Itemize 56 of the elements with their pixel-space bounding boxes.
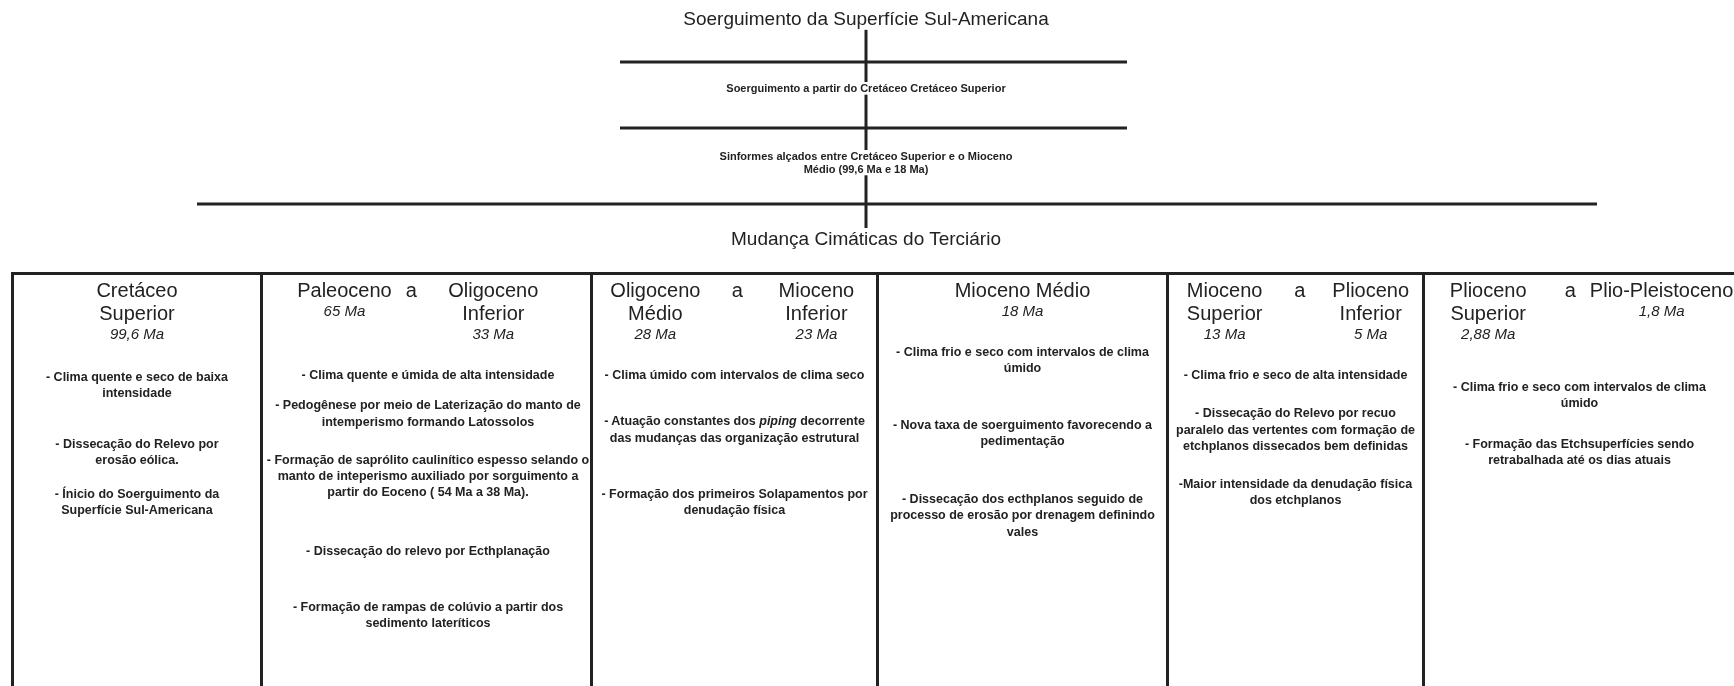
period-column	[1422, 272, 1734, 686]
period-name: Plio-Pleistoceno	[1589, 279, 1734, 302]
note-text: - Nova taxa de soerguimento favorecendo a pedimentação	[891, 416, 1154, 449]
connector-word: a	[731, 279, 743, 302]
period-name: Cretáceo Superior	[95, 279, 179, 325]
period-name: Paleoceno	[297, 279, 392, 302]
heading-text: Mudança Cimáticas do Terciário	[616, 228, 1116, 250]
period-column	[11, 272, 260, 686]
note-text: - Dissecação do relevo por Ecthplanação	[305, 542, 551, 559]
period-name: Oligoceno Médio	[609, 279, 702, 325]
stage-text: Soerguimento a partir do Cretáceo Cretáceo Superior	[606, 82, 1126, 95]
connector-word: a	[1294, 279, 1306, 302]
connector-word: a	[1564, 279, 1576, 302]
age-label: 1,8 Ma	[1638, 302, 1685, 320]
age-label: 5 Ma	[1354, 325, 1388, 343]
connector-word: a	[405, 279, 417, 302]
note-text: - Clima frio e seco com intervalos de clima úmido	[895, 344, 1150, 377]
note-text: - Dissecação dos ecthplanos seguido de processo de erosão por drenagem definindo vales	[889, 491, 1156, 540]
note-text: -Maior intensidade da denudação física dos etchplanos	[1177, 476, 1414, 509]
age-label: 99,6 Ma	[109, 325, 165, 343]
note-text: - Pedogênese por meio de Laterização do manto de intemperismo formando Latossolos	[274, 397, 582, 430]
note-text: - Dissecação do Relevo por recuo paralelo das vertentes com formação de etchplanos dissecados bem definidas	[1175, 405, 1416, 454]
period-name: Oligoceno Inferior	[447, 279, 540, 325]
note-text: - Clima frio e seco com intervalos de clima úmido	[1452, 379, 1707, 412]
heading-text: Soerguimento da Superfície Sul-Americana	[666, 8, 1066, 30]
note-text: - Clima frio e seco de alta intensidade	[1182, 367, 1409, 384]
period-name: Mioceno Inferior	[777, 279, 856, 325]
age-label: 23 Ma	[795, 325, 838, 343]
period-name: Plioceno Superior	[1448, 279, 1528, 325]
stage-text: Sinformes alçados entre Cretáceo Superior e o Mioceno Médio (99,6 Ma e 18 Ma)	[716, 150, 1016, 176]
period-name: Mioceno Superior	[1185, 279, 1264, 325]
period-name: Mioceno Médio	[954, 279, 1091, 302]
note-text: - Formação das Etchsuperfícies sendo retrabalhada até os dias atuais	[1463, 435, 1696, 468]
age-label: 2,88 Ma	[1461, 325, 1516, 343]
connector-line	[864, 175, 868, 228]
note-text: - Ínicio do Soerguimento da Superfície Sul-Americana	[53, 486, 221, 519]
note-text: - Clima quente e úmida de alta intensidade	[300, 367, 556, 384]
period-column	[590, 272, 876, 686]
period-column	[1166, 272, 1422, 686]
connector-line	[864, 29, 868, 82]
period-name: Plioceno Inferior	[1331, 279, 1411, 325]
period-column	[260, 272, 590, 686]
period-column	[876, 272, 1166, 686]
age-label: 18 Ma	[1001, 302, 1044, 320]
note-text: - Formação de saprólito caulinítico espesso selando o manto de inteperismo auxiliado por sorguimento a partir do Eoceno ( 54 Ma a 38 Ma).	[265, 451, 591, 501]
age-label: 13 Ma	[1203, 325, 1246, 343]
note-text: - Clima úmido com intervalos de clima seco	[603, 367, 866, 384]
note-text: - Formação de rampas de colúvio a partir dos sedimento lateríticos	[291, 598, 565, 632]
age-label: 28 Ma	[634, 325, 677, 343]
note-text: - Dissecação do Relevo por erosão eólica.	[54, 435, 220, 468]
note-text: - Formação dos primeiros Solapamentos por denudação física	[600, 485, 869, 519]
connector-line	[864, 94, 868, 150]
age-label: 33 Ma	[472, 325, 515, 343]
age-label: 65 Ma	[323, 302, 366, 320]
note-text: - Atuação constantes dos piping decorrente das mudanças das organização estrutural	[603, 413, 866, 446]
note-text: - Clima quente e seco de baixa intensidade	[45, 369, 229, 402]
